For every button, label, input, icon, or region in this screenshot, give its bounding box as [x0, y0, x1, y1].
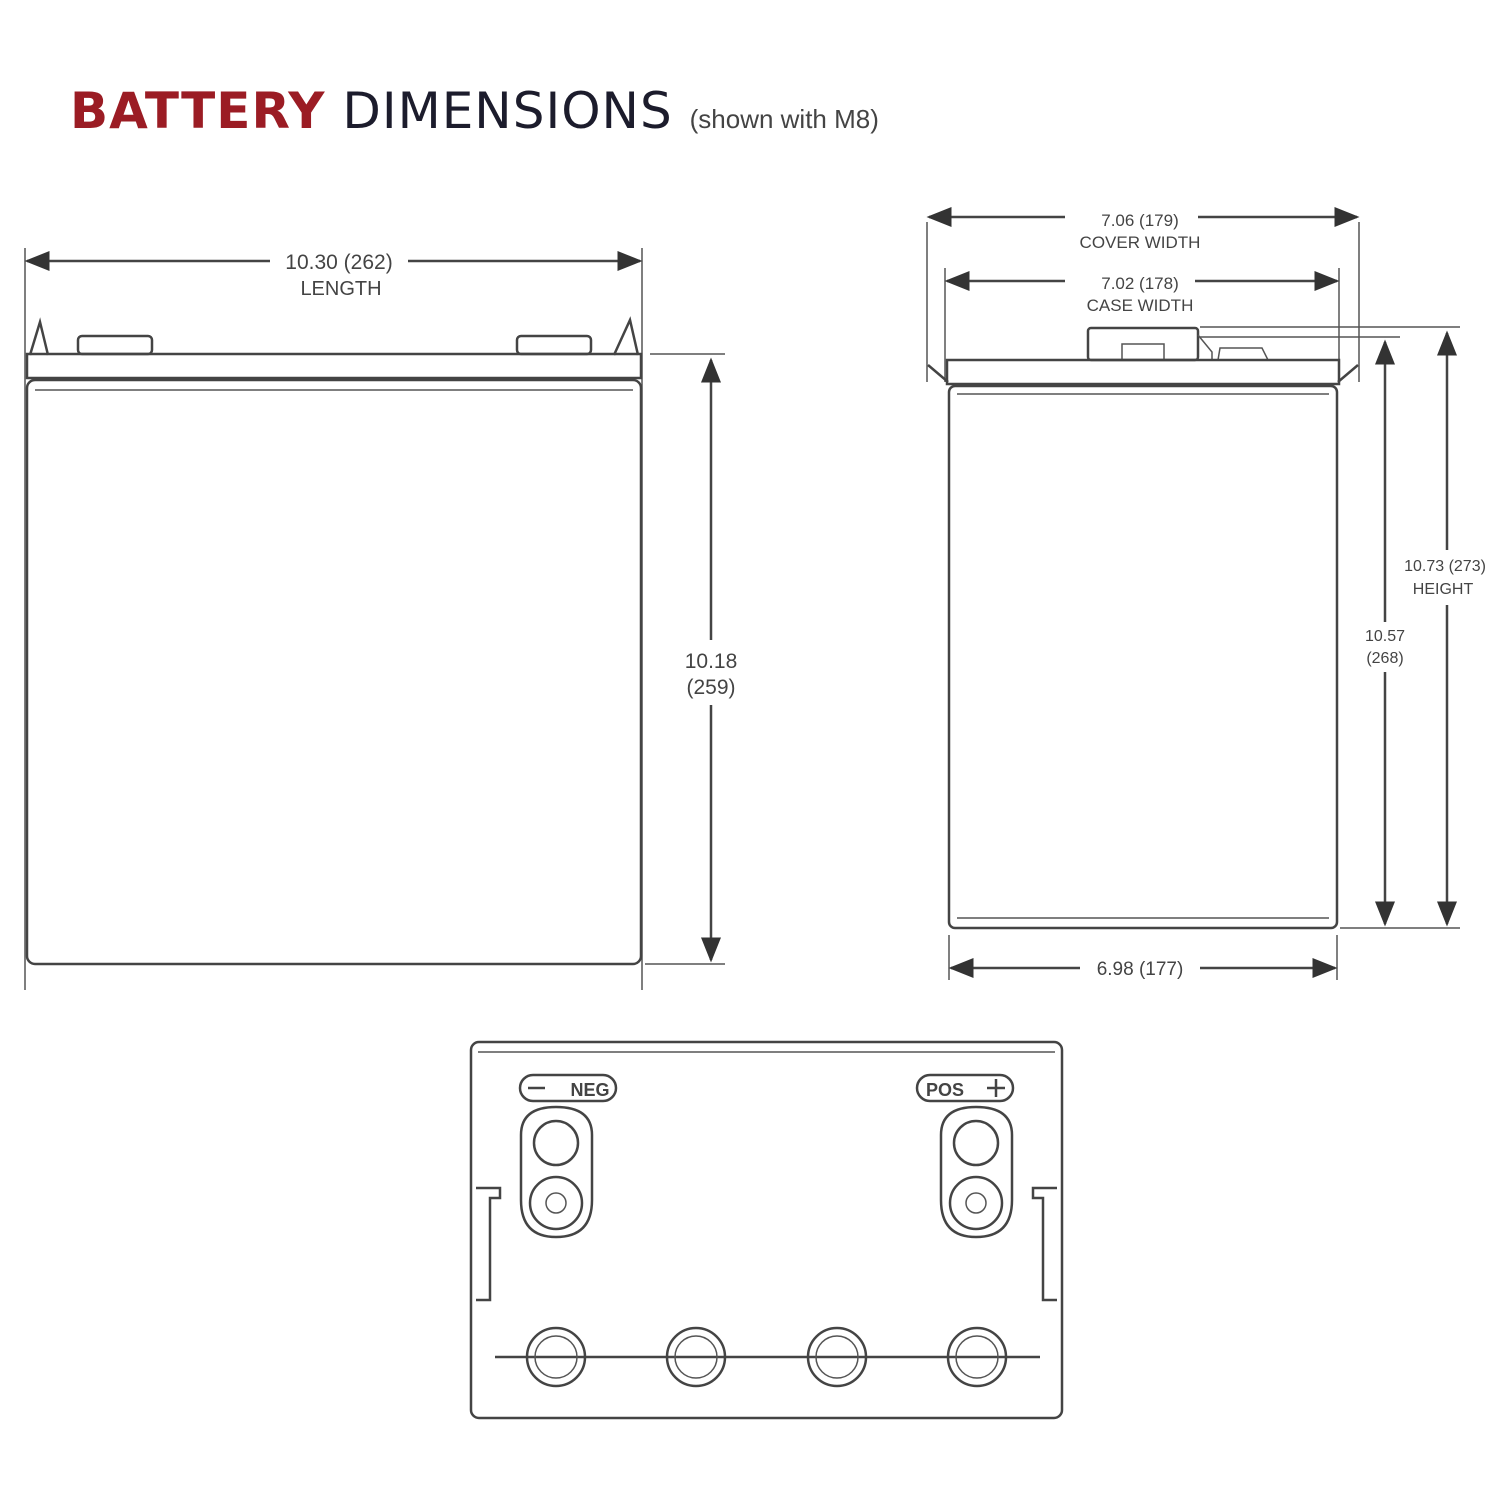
cover-width-label: COVER WIDTH	[1080, 233, 1201, 252]
positive-terminal: POS	[915, 1073, 1015, 1239]
top-view: NEG POS	[469, 1040, 1064, 1420]
cover-width-dimension: 7.06 (179)	[1101, 211, 1179, 230]
case-height-metric: (268)	[1366, 650, 1403, 667]
case-height-dimension: 10.57	[1365, 628, 1405, 645]
pos-label: POS	[926, 1080, 964, 1100]
page-title: BATTERY DIMENSIONS (shown with M8)	[70, 82, 879, 140]
vent-cap-4	[946, 1326, 1008, 1388]
side-view: 10.30 (262) LENGTH 10.18 (259)	[24, 248, 738, 990]
vent-cap-1	[525, 1326, 587, 1388]
case-width-label: CASE WIDTH	[1087, 296, 1194, 315]
title-word-battery: BATTERY	[70, 82, 326, 140]
length-dimension: 10.30 (262)	[285, 251, 392, 274]
vent-cap-2	[665, 1326, 727, 1388]
case-width-dimension: 7.02 (178)	[1101, 274, 1179, 293]
bottom-width-dimension: 6.98 (177)	[1097, 959, 1184, 980]
negative-terminal: NEG	[518, 1073, 618, 1239]
neg-label: NEG	[570, 1080, 609, 1100]
plus-icon	[987, 1079, 1005, 1097]
end-view: 7.06 (179) COVER WIDTH 7.02 (178) CASE W…	[926, 207, 1486, 980]
overall-height-dimension: 10.73 (273)	[1404, 558, 1486, 575]
vent-cap-3	[806, 1326, 868, 1388]
side-height-metric: (259)	[686, 676, 735, 699]
title-note: (shown with M8)	[689, 104, 879, 134]
overall-height-label: HEIGHT	[1413, 581, 1474, 598]
title-word-dimensions: DIMENSIONS	[342, 82, 673, 140]
vent-caps	[525, 1326, 1008, 1388]
length-label: LENGTH	[300, 278, 381, 300]
side-height-dimension: 10.18	[685, 650, 738, 673]
